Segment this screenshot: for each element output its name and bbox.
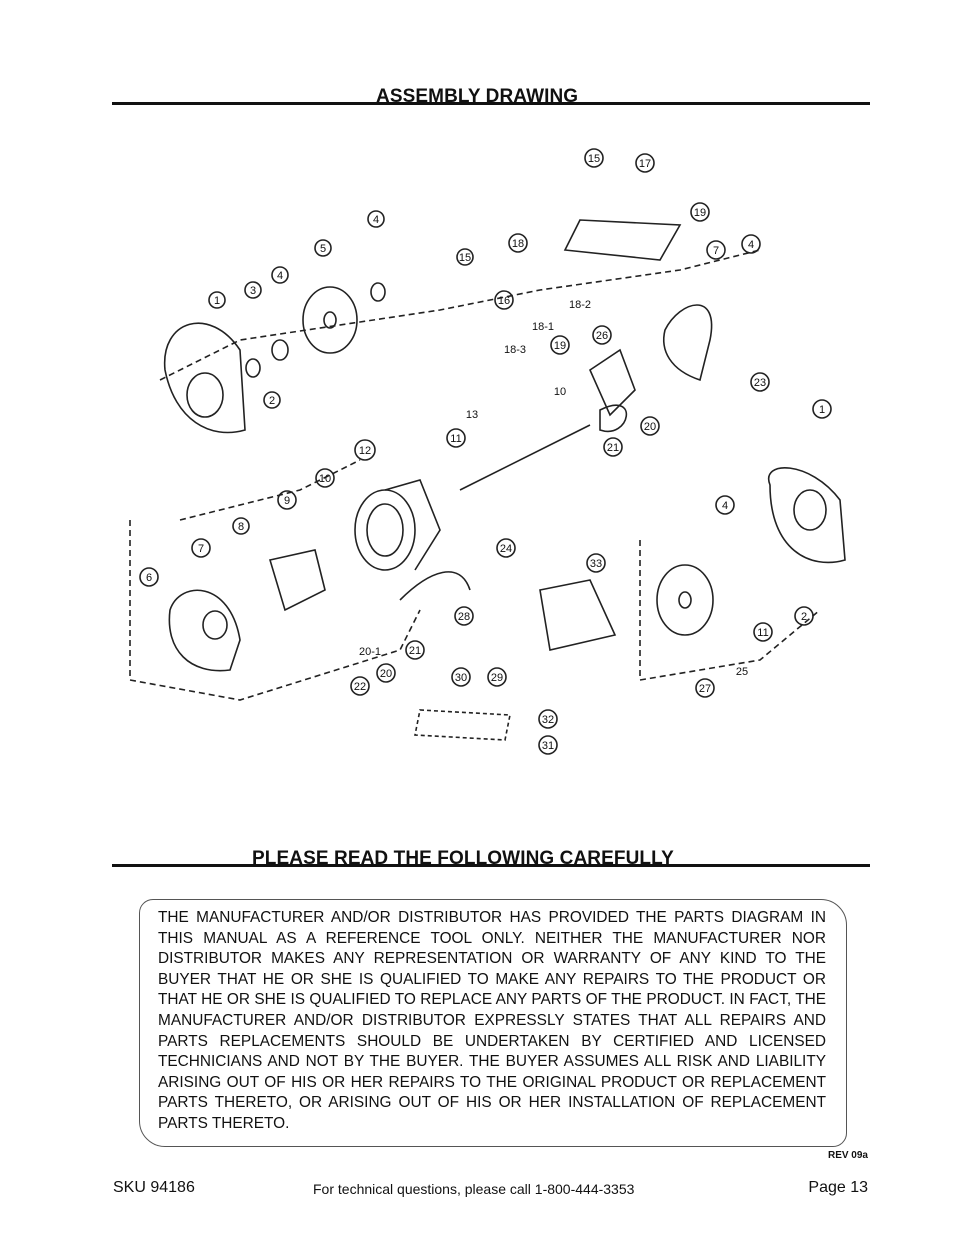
assembly-drawing-header: ASSEMBLY DRAWING xyxy=(112,86,870,107)
svg-text:17: 17 xyxy=(639,158,651,170)
svg-text:4: 4 xyxy=(373,214,379,226)
revision-label: REV 09a xyxy=(827,1150,868,1161)
svg-text:2: 2 xyxy=(269,395,275,407)
sku-label: SKU 94186 xyxy=(113,1179,195,1196)
svg-text:1: 1 xyxy=(214,295,220,307)
svg-text:16: 16 xyxy=(498,295,510,307)
svg-text:2: 2 xyxy=(801,611,807,623)
svg-text:22: 22 xyxy=(354,681,366,693)
svg-text:25: 25 xyxy=(736,666,748,678)
svg-text:20: 20 xyxy=(644,421,656,433)
notice-header: PLEASE READ THE FOLLOWING CAREFULLY xyxy=(112,848,870,869)
svg-text:13: 13 xyxy=(466,409,478,421)
svg-text:10: 10 xyxy=(554,386,566,398)
svg-text:19: 19 xyxy=(694,207,706,219)
svg-text:27: 27 xyxy=(699,683,711,695)
svg-text:11: 11 xyxy=(757,627,768,639)
svg-text:7: 7 xyxy=(198,543,204,555)
svg-text:7: 7 xyxy=(713,245,719,257)
svg-text:33: 33 xyxy=(590,558,602,570)
svg-text:20-1: 20-1 xyxy=(359,646,381,658)
svg-text:21: 21 xyxy=(409,645,421,657)
svg-text:8: 8 xyxy=(238,521,244,533)
svg-text:3: 3 xyxy=(250,285,256,297)
svg-text:26: 26 xyxy=(596,330,608,342)
svg-text:21: 21 xyxy=(607,442,619,454)
disclaimer-text: THE MANUFACTURER AND/OR DISTRIBUTOR HAS … xyxy=(158,909,826,1132)
svg-text:32: 32 xyxy=(542,714,554,726)
svg-text:1: 1 xyxy=(819,404,825,416)
svg-text:10: 10 xyxy=(319,473,331,485)
svg-text:15: 15 xyxy=(459,252,471,264)
svg-text:4: 4 xyxy=(277,270,283,282)
svg-text:28: 28 xyxy=(458,611,470,623)
svg-text:6: 6 xyxy=(146,572,152,584)
svg-text:20: 20 xyxy=(380,668,392,680)
svg-text:15: 15 xyxy=(588,153,600,165)
disclaimer-box: THE MANUFACTURER AND/OR DISTRIBUTOR HAS … xyxy=(139,899,847,1147)
section-title: ASSEMBLY DRAWING xyxy=(376,86,579,107)
svg-text:30: 30 xyxy=(455,672,467,684)
svg-text:9: 9 xyxy=(284,495,290,507)
svg-text:23: 23 xyxy=(754,377,766,389)
page-number: Page 13 xyxy=(808,1179,868,1196)
svg-text:31: 31 xyxy=(542,740,554,752)
svg-text:18: 18 xyxy=(512,238,524,250)
svg-text:4: 4 xyxy=(722,500,728,512)
svg-text:24: 24 xyxy=(500,543,512,555)
notice-heading: PLEASE READ THE FOLLOWING CAREFULLY xyxy=(252,848,674,869)
svg-text:5: 5 xyxy=(320,243,326,255)
tech-support-line: For technical questions, please call 1-8… xyxy=(313,1181,635,1197)
svg-text:4: 4 xyxy=(748,239,754,251)
svg-text:12: 12 xyxy=(359,445,371,457)
svg-text:18-1: 18-1 xyxy=(532,321,554,333)
svg-text:18-3: 18-3 xyxy=(504,344,526,356)
svg-text:11: 11 xyxy=(450,433,461,445)
svg-text:18-2: 18-2 xyxy=(569,299,591,311)
svg-text:29: 29 xyxy=(491,672,503,684)
svg-text:19: 19 xyxy=(554,340,566,352)
